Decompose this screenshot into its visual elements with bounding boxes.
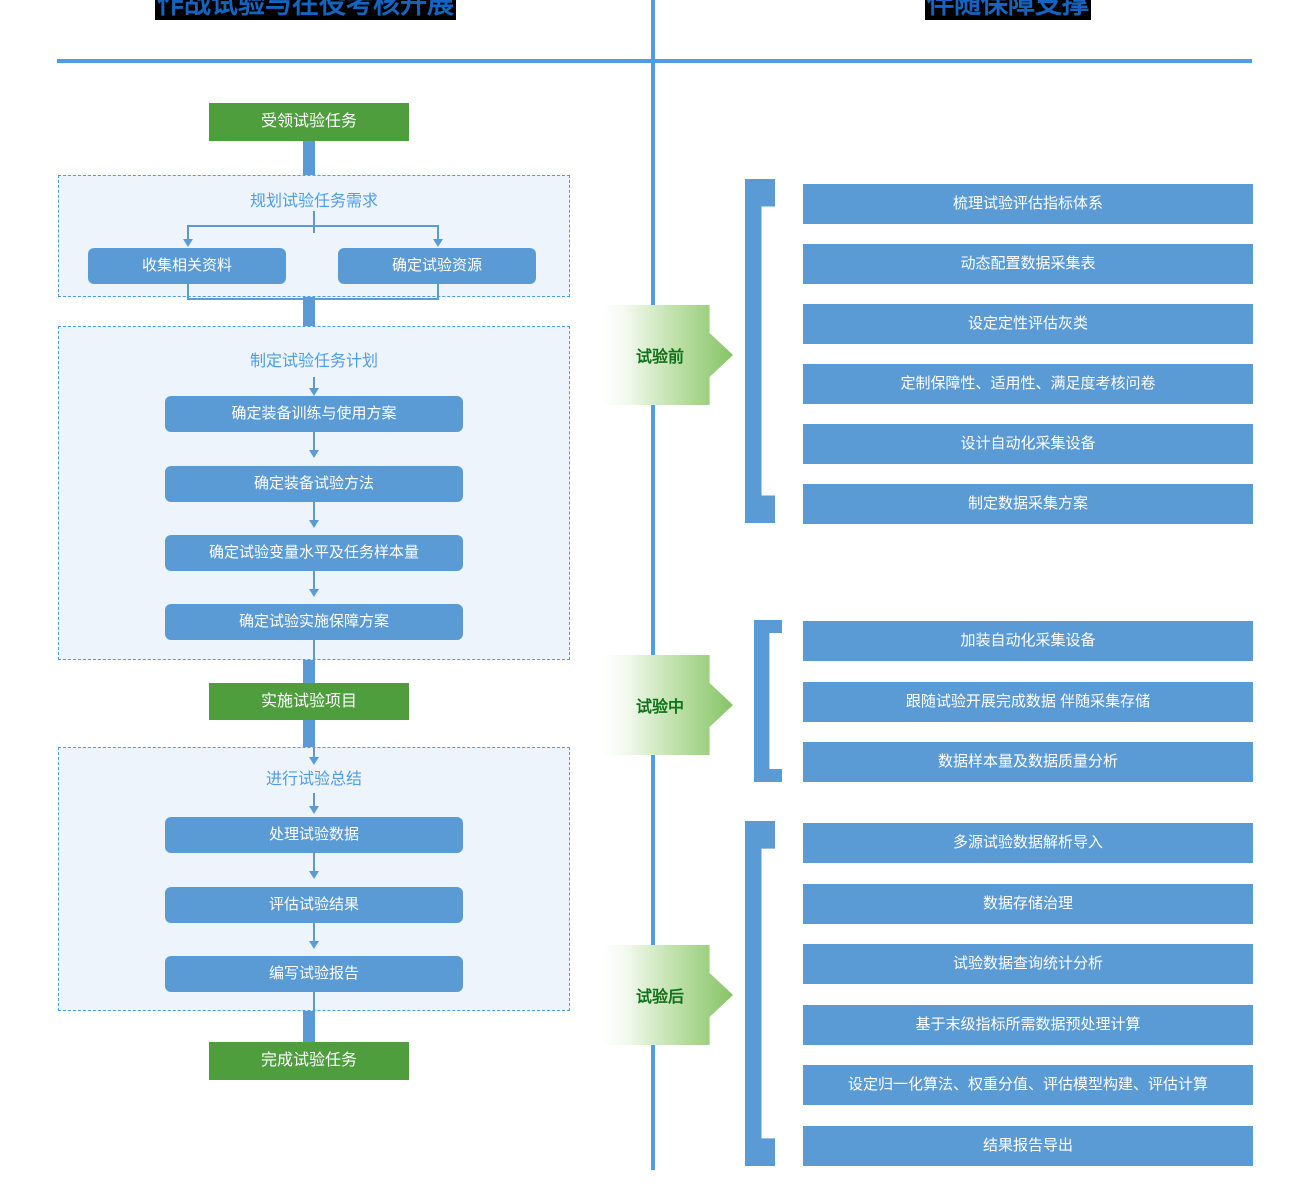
connector-g1-split <box>187 225 439 227</box>
node-implementation-support-plan[interactable]: 确定试验实施保障方案 <box>165 604 463 640</box>
node-before-6[interactable]: 制定数据采集方案 <box>803 484 1253 524</box>
node-after-2[interactable]: 数据存储治理 <box>803 884 1253 924</box>
node-evaluate-test-results[interactable]: 评估试验结果 <box>165 887 463 923</box>
node-after-1[interactable]: 多源试验数据解析导入 <box>803 823 1253 863</box>
connector-g1-left-merge <box>187 284 189 300</box>
phase-chevron-during: 试验中 <box>603 655 733 755</box>
node-variable-sample-size[interactable]: 确定试验变量水平及任务样本量 <box>165 535 463 571</box>
group-test-plan-title: 制定试验任务计划 <box>249 353 378 370</box>
node-before-5[interactable]: 设计自动化采集设备 <box>803 424 1253 464</box>
connector-g2-stem <box>313 377 315 391</box>
phase-bracket-during <box>754 620 782 782</box>
connector-g2-1-2 <box>313 432 315 452</box>
connector-g3-1-2 <box>313 853 315 873</box>
node-after-5[interactable]: 设定归一化算法、权重分值、评估模型构建、评估计算 <box>803 1065 1253 1105</box>
group-test-summary-title: 进行试验总结 <box>265 771 362 788</box>
arrow-g3-in <box>309 757 319 765</box>
arrow-g2-3-4 <box>309 589 319 597</box>
phase-bracket-after <box>745 821 775 1166</box>
arrow-g2-to-item1 <box>309 388 319 396</box>
connector-group2-to-mid <box>303 660 315 684</box>
group-plan-requirements-title: 规划试验任务需求 <box>249 193 378 210</box>
connector-g1-left-drop <box>187 225 189 241</box>
connector-g3-in <box>313 748 315 760</box>
connector-g2-tail <box>313 640 315 662</box>
connector-group1-to-group2 <box>303 297 315 326</box>
arrow-g3-to-item1 <box>309 806 319 814</box>
node-during-2[interactable]: 跟随试验开展完成数据 伴随采集存储 <box>803 682 1253 722</box>
connector-g3-tail <box>313 992 315 1011</box>
node-during-3[interactable]: 数据样本量及数据质量分析 <box>803 742 1253 782</box>
node-training-usage-plan[interactable]: 确定装备训练与使用方案 <box>165 396 463 432</box>
connector-group3-to-end <box>303 1011 315 1043</box>
connector-g1-stem <box>313 211 315 233</box>
phase-label-during: 试验中 <box>635 699 684 716</box>
node-process-test-data[interactable]: 处理试验数据 <box>165 817 463 853</box>
node-complete-test-task[interactable]: 完成试验任务 <box>209 1042 409 1080</box>
connector-g2-2-3 <box>313 502 315 522</box>
node-equipment-test-method[interactable]: 确定装备试验方法 <box>165 466 463 502</box>
connector-g3-2-3 <box>313 923 315 943</box>
node-before-3[interactable]: 设定定性评估灰类 <box>803 304 1253 344</box>
arrow-g2-2-3 <box>309 520 319 528</box>
phase-chevron-before: 试验前 <box>603 305 733 405</box>
node-after-6[interactable]: 结果报告导出 <box>803 1126 1253 1166</box>
connector-g1-right-drop <box>437 225 439 241</box>
node-during-1[interactable]: 加装自动化采集设备 <box>803 621 1253 661</box>
node-before-2[interactable]: 动态配置数据采集表 <box>803 244 1253 284</box>
connector-start-to-group1 <box>303 141 315 175</box>
arrow-g3-1-2 <box>309 871 319 879</box>
phase-label-before: 试验前 <box>635 349 684 366</box>
connector-g2-3-4 <box>313 571 315 591</box>
arrow-g2-1-2 <box>309 450 319 458</box>
node-implement-test-project[interactable]: 实施试验项目 <box>209 683 409 720</box>
node-after-3[interactable]: 试验数据查询统计分析 <box>803 944 1253 984</box>
node-write-test-report[interactable]: 编写试验报告 <box>165 956 463 992</box>
node-determine-resources[interactable]: 确定试验资源 <box>338 248 536 284</box>
phase-bracket-before <box>745 179 775 523</box>
connector-g1-right-merge <box>437 284 439 300</box>
connector-mid-to-group3 <box>303 720 315 748</box>
node-start[interactable]: 受领试验任务 <box>209 103 409 141</box>
arrow-g1-left <box>183 239 193 247</box>
page-title-left: 作战试验与在役考核开展 <box>155 0 456 20</box>
node-before-4[interactable]: 定制保障性、适用性、满足度考核问卷 <box>803 364 1253 404</box>
arrow-g3-2-3 <box>309 941 319 949</box>
page-title-right: 伴随保障支撑 <box>925 0 1091 20</box>
node-before-1[interactable]: 梳理试验评估指标体系 <box>803 184 1253 224</box>
node-collect-materials[interactable]: 收集相关资料 <box>88 248 286 284</box>
node-after-4[interactable]: 基于末级指标所需数据预处理计算 <box>803 1005 1253 1045</box>
connector-g3-stem <box>313 793 315 809</box>
phase-label-after: 试验后 <box>635 989 684 1006</box>
arrow-g1-right <box>433 239 443 247</box>
phase-chevron-after: 试验后 <box>603 945 733 1045</box>
vertical-divider <box>651 0 655 1170</box>
